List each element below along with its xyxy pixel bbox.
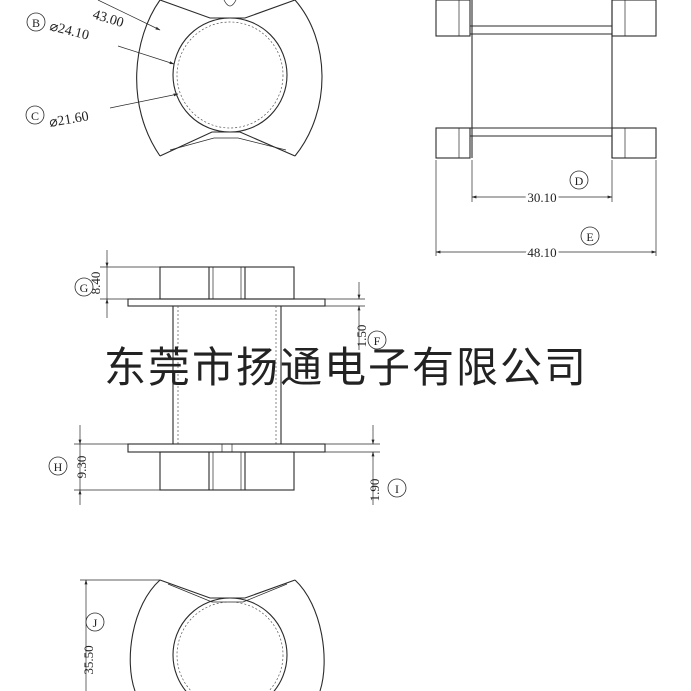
dimension-e-label: 48.10 [527,245,556,260]
dimension-d: 30.10 D [471,160,613,208]
callout-c: C [31,109,39,123]
callout-h: H [54,460,63,474]
dimension-i: 1.90 I [325,425,407,505]
dimension-g: 8.40 G [74,250,160,318]
callout-i: I [395,482,399,496]
callout-b: B [32,16,40,30]
dimension-c-label: ⌀21.60 [48,109,90,131]
side-view-top [435,0,657,159]
dimension-e: 48.10 E [435,160,657,263]
callout-e: E [586,230,593,244]
end-view-bottom [129,579,325,691]
callout-j: J [93,616,98,630]
dimension-d-label: 30.10 [527,190,556,205]
callout-g: G [80,281,89,295]
dimension-f: 1.50 F [325,282,387,350]
watermark-text: 东莞市扬通电子有限公司 [104,345,588,392]
dimension-f-label: 1.50 [354,325,369,348]
dimension-c: C ⌀21.60 [25,93,179,131]
callout-d: D [575,174,584,188]
dimension-h: 9.30 H [48,425,160,505]
dimension-j: 35.50 J [80,579,160,691]
dimension-b-label: ⌀24.10 [48,19,90,43]
callout-f: F [374,334,381,348]
dimension-h-label: 9.30 [74,456,89,479]
front-view [127,266,326,491]
dimension-i-label: 1.90 [367,479,382,502]
dimension-a: 43.00 [91,0,161,31]
end-view-top [136,0,323,157]
dimension-j-label: 35.50 [81,645,96,674]
